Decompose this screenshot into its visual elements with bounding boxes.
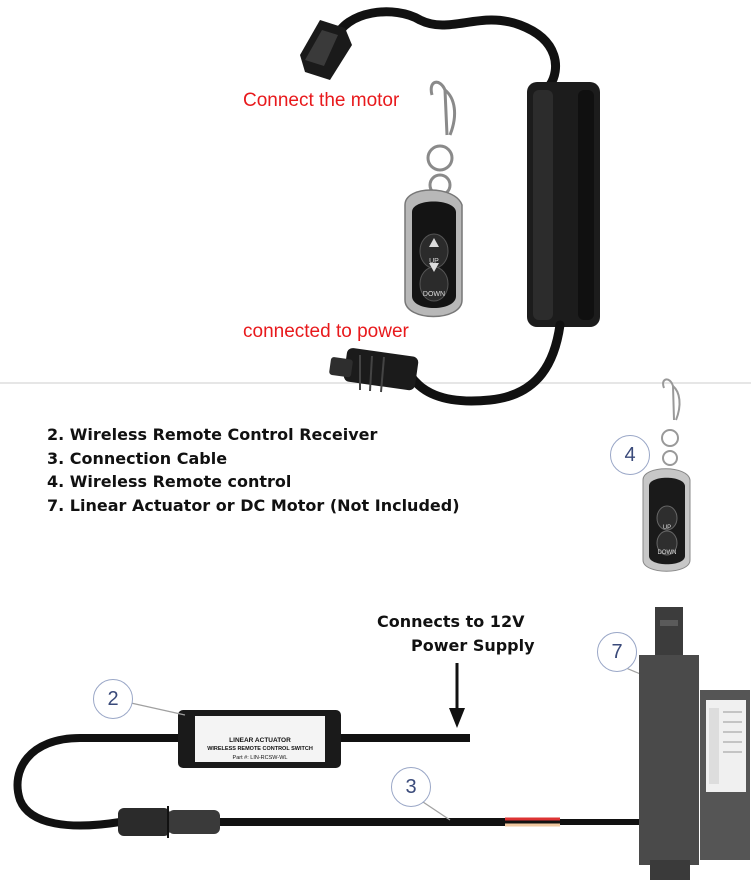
receiver-box: LINEAR ACTUATOR WIRELESS REMOTE CONTROL … (178, 710, 341, 768)
remote-up-text: UP (429, 258, 439, 265)
legend-item: 4. Wireless Remote control (47, 472, 292, 491)
wire-ends (505, 817, 640, 827)
power-plug (329, 348, 419, 393)
small-remote-up-text: UP (663, 525, 671, 531)
power-cable (405, 320, 565, 406)
receiver-box-part: Part #: LIN-RCSW-WL (233, 755, 288, 761)
receiver-box-title: LINEAR ACTUATOR (229, 737, 291, 744)
down-arrow-icon (449, 663, 465, 728)
callout-leader-3 (419, 799, 451, 821)
callout-actuator: 7 (597, 632, 637, 672)
callout-leader-2 (130, 702, 186, 716)
callout-cable: 3 (391, 767, 431, 807)
linear-actuator (639, 607, 750, 880)
legend-item: 2. Wireless Remote Control Receiver (47, 425, 378, 444)
keyring-clip (426, 80, 457, 197)
callout-remote: 4 (610, 435, 650, 475)
power-connect-label: connected to power (243, 321, 409, 342)
small-remote-down-text: DOWN (658, 550, 677, 556)
callout-receiver: 2 (93, 679, 133, 719)
connection-cable-left (13, 734, 180, 830)
power-note-line1: Connects to 12V (377, 612, 525, 631)
receiver-box-subtitle: WIRELESS REMOTE CONTROL SWITCH (207, 746, 313, 752)
receiver-photo (300, 7, 600, 406)
inline-connector (118, 806, 220, 838)
legend-item: 7. Linear Actuator or DC Motor (Not Incl… (47, 495, 460, 515)
motor-connect-label: Connect the motor (243, 90, 400, 111)
power-note-line2: Power Supply (411, 636, 535, 655)
small-remote: UP DOWN (642, 378, 691, 572)
remote-down-text: DOWN (423, 291, 445, 298)
motor-cable (330, 7, 560, 90)
remote-photo: UP DOWN (404, 80, 463, 318)
motor-connector (300, 20, 352, 80)
component-legend: 2. Wireless Remote Control Receiver 3. C… (47, 423, 460, 517)
legend-item: 3. Connection Cable (47, 448, 228, 468)
receiver-body (527, 82, 600, 327)
